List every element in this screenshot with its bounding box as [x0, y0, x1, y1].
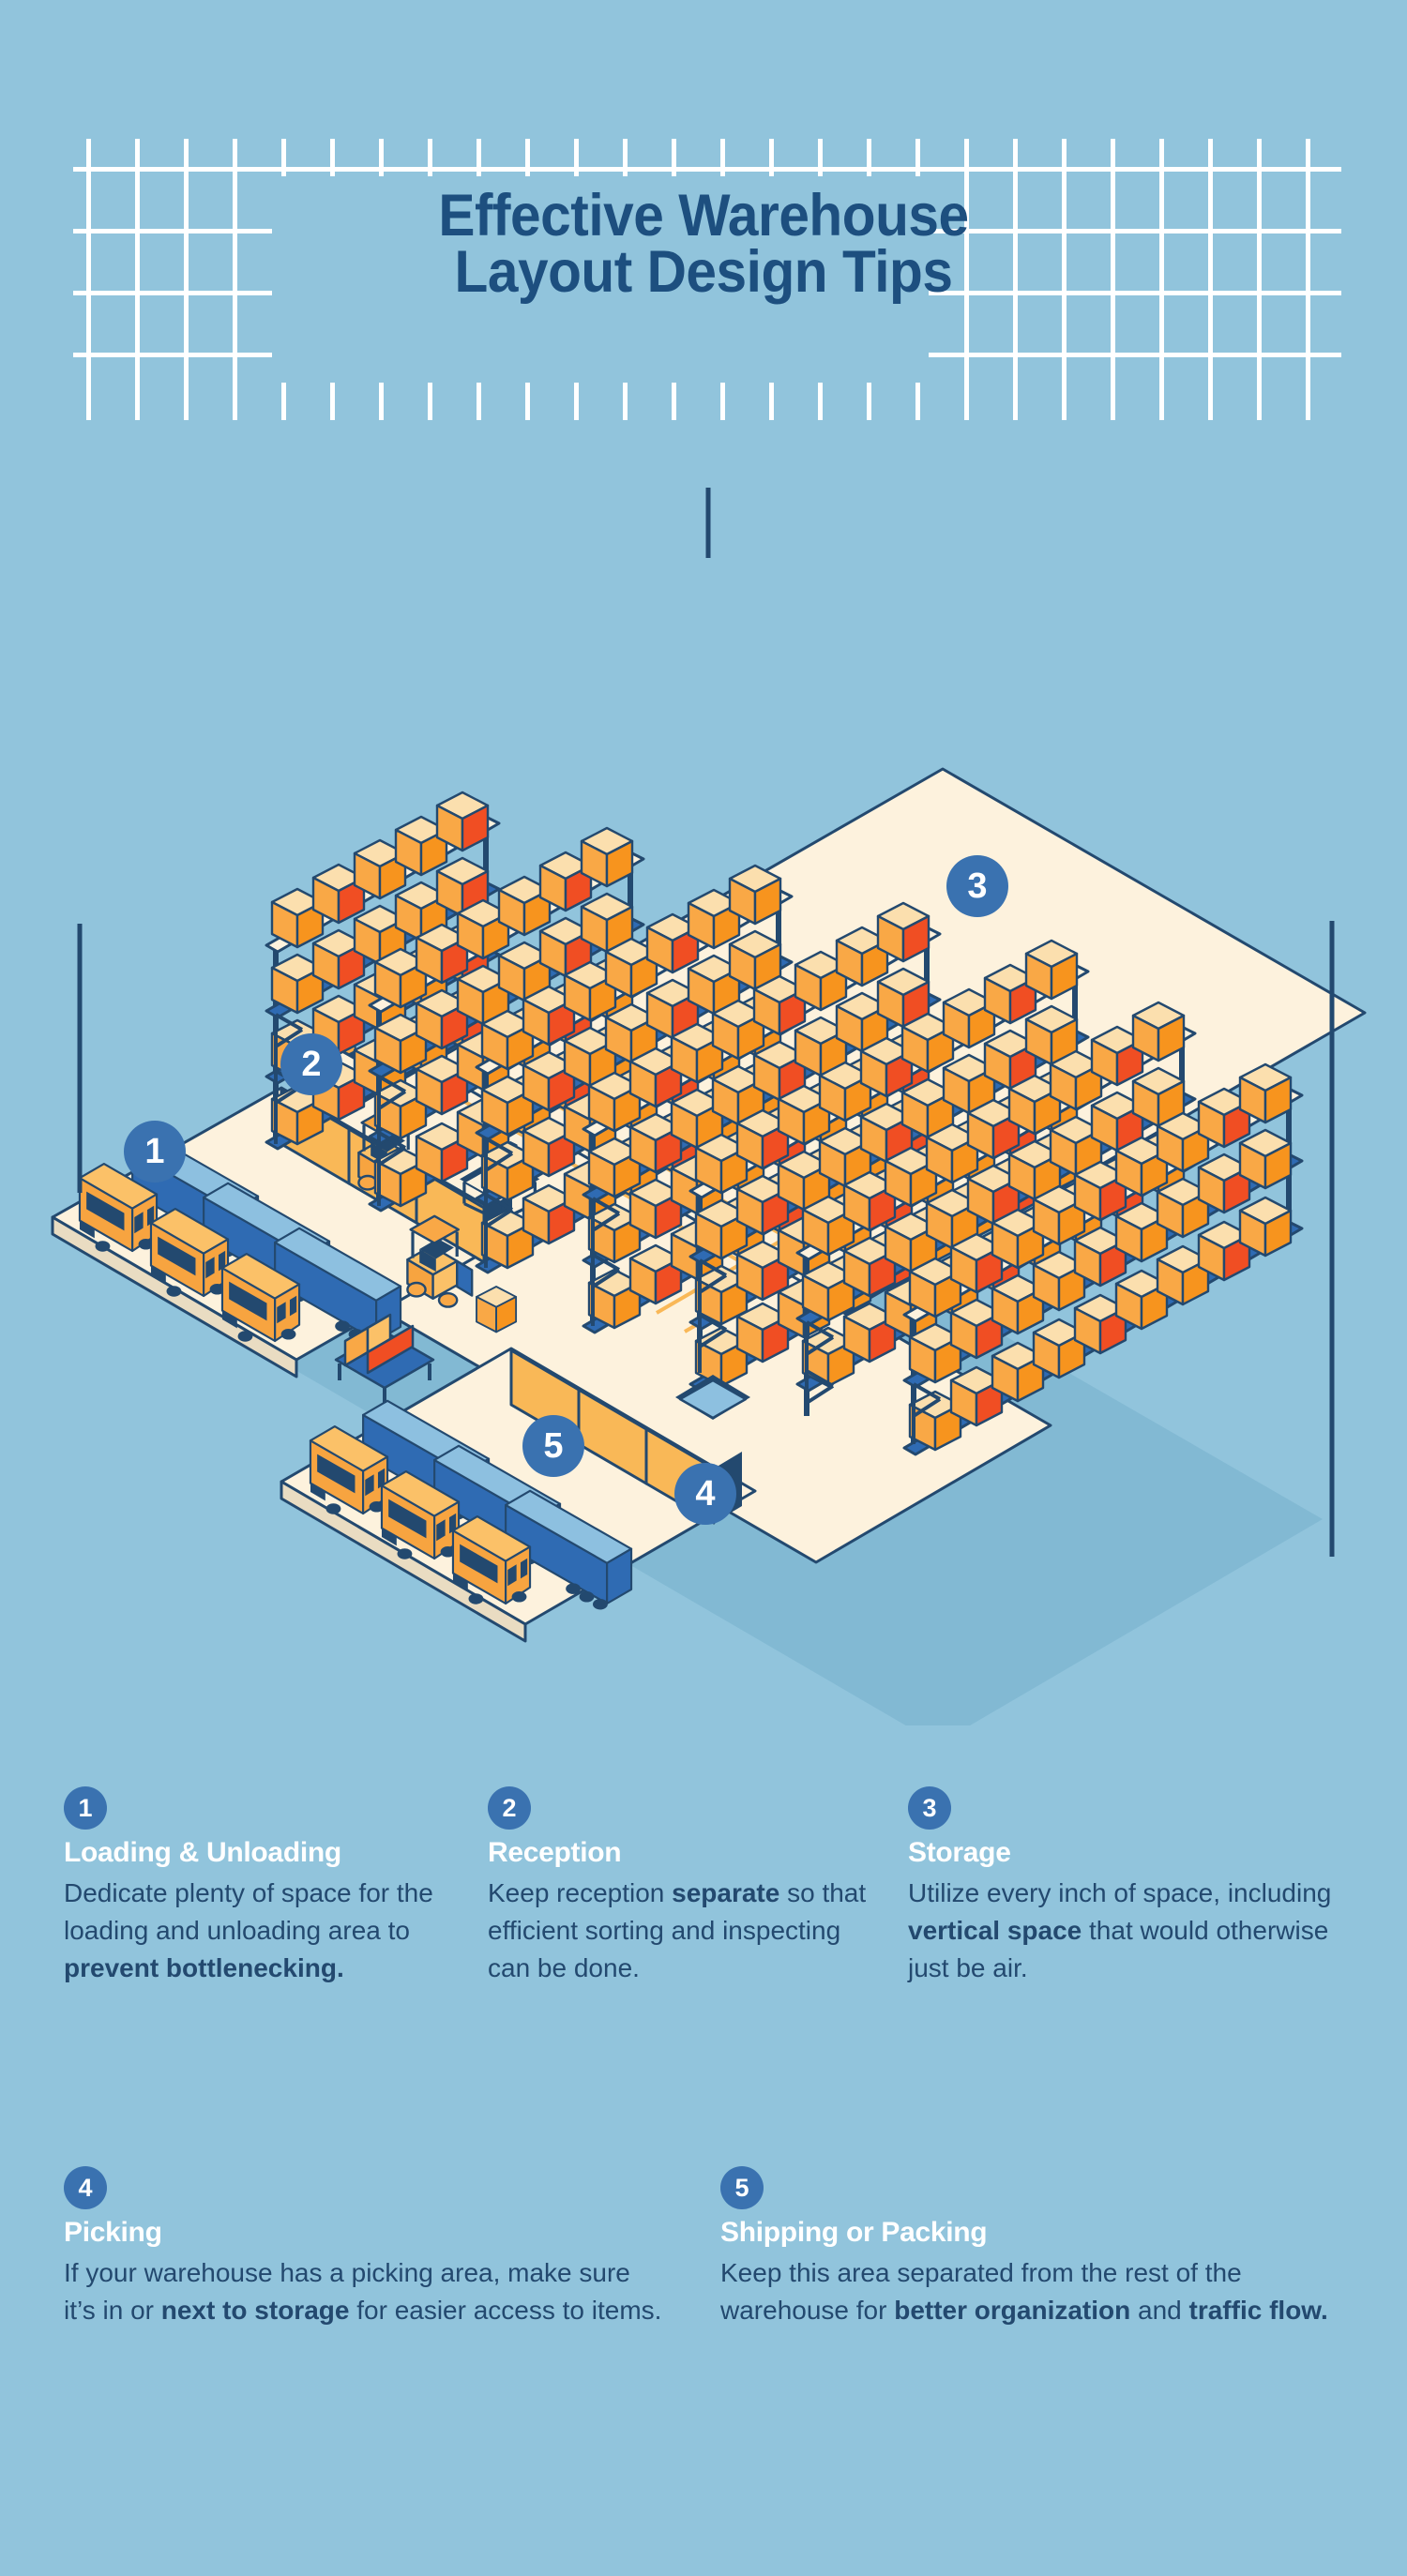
- tip-body: Dedicate plenty of space for the loading…: [64, 1875, 467, 1986]
- title-line-2: Layout Design Tips: [454, 239, 953, 306]
- tip-body: Utilize every inch of space, including v…: [908, 1875, 1339, 1986]
- marker-2-label: 2: [301, 1045, 321, 1084]
- header-banner: Effective Warehouse Layout Design Tips: [0, 0, 1407, 441]
- tip-body-text: so that efficient sorting and inspecting…: [488, 1878, 867, 1982]
- tip-title: Reception: [488, 1837, 622, 1868]
- tip-body-text: that would otherwise just be air.: [908, 1915, 1329, 1982]
- tip-body: If your warehouse has a picking area, ma…: [64, 2254, 664, 2329]
- marker-3-label: 3: [967, 866, 987, 906]
- marker-2[interactable]: 2: [280, 1033, 342, 1095]
- tip-body-emphasis: traffic flow.: [1188, 2295, 1328, 2325]
- marker-4-label: 4: [695, 1474, 715, 1514]
- grid-vline: [1257, 139, 1262, 420]
- marker-1[interactable]: 1: [124, 1121, 186, 1183]
- picking-cart: [334, 1313, 435, 1403]
- tip-body-emphasis: vertical space: [908, 1915, 1082, 1945]
- marker-4[interactable]: 4: [674, 1463, 736, 1525]
- tip-body-text: Keep reception: [488, 1878, 673, 1907]
- tip-number-badge: 4: [64, 2166, 107, 2209]
- grid-vline: [1013, 139, 1018, 420]
- title-line-1: Effective Warehouse: [438, 183, 969, 249]
- title-backdrop: [272, 176, 929, 383]
- tip-title: Picking: [64, 2217, 162, 2248]
- grid-vline: [1062, 139, 1067, 420]
- grid-vline: [1159, 139, 1164, 420]
- tip-body: Keep reception separate so that efficien…: [488, 1875, 882, 1986]
- tip-number-badge: 3: [908, 1786, 951, 1830]
- tip-number-badge: 2: [488, 1786, 531, 1830]
- pallet-on-ground: [476, 1286, 518, 1333]
- grid-vline: [1111, 139, 1115, 420]
- marker-5-label: 5: [543, 1426, 563, 1466]
- tip-body-emphasis: better organization: [894, 2295, 1131, 2325]
- grid-vline: [1306, 139, 1310, 420]
- tip-body-text: Utilize every inch of space, including: [908, 1878, 1332, 1907]
- tip-number-badge: 1: [64, 1786, 107, 1830]
- grid-vline: [233, 139, 237, 420]
- tip-body-text: for easier access to items.: [349, 2295, 662, 2325]
- tip-number-badge: 5: [720, 2166, 764, 2209]
- tip-body-emphasis: prevent bottlenecking.: [64, 1952, 344, 1982]
- tip-body-emphasis: next to storage: [160, 2295, 350, 2325]
- grid-vline: [1208, 139, 1213, 420]
- page-title: Effective Warehouse Layout Design Tips: [50, 187, 1358, 306]
- grid-hline: [73, 167, 1341, 172]
- tip-body-text: Dedicate plenty of space for the loading…: [64, 1878, 433, 1945]
- grid-vline: [964, 139, 969, 420]
- tip-body-text: and: [1130, 2295, 1189, 2325]
- tip-body-text: Keep this area separated from the rest o…: [720, 2258, 1242, 2325]
- grid-vline: [184, 139, 189, 420]
- grid-vline: [86, 139, 91, 420]
- marker-1-label: 1: [144, 1132, 164, 1171]
- tip-body-emphasis: separate: [672, 1878, 780, 1907]
- tip-title: Loading & Unloading: [64, 1837, 341, 1868]
- storage-racks: [265, 791, 1304, 1456]
- grid-vline: [135, 139, 140, 420]
- tip-body: Keep this area separated from the rest o…: [720, 2254, 1339, 2329]
- marker-5[interactable]: 5: [522, 1415, 584, 1477]
- tip-title: Shipping or Packing: [720, 2217, 988, 2248]
- tip-title: Storage: [908, 1837, 1011, 1868]
- tip-body-text: If your warehouse has a picking area, ma…: [64, 2258, 630, 2325]
- marker-3[interactable]: 3: [946, 855, 1008, 917]
- warehouse-illustration: 1 2 3 4 5: [0, 488, 1407, 1725]
- packing-bench: [675, 1375, 750, 1420]
